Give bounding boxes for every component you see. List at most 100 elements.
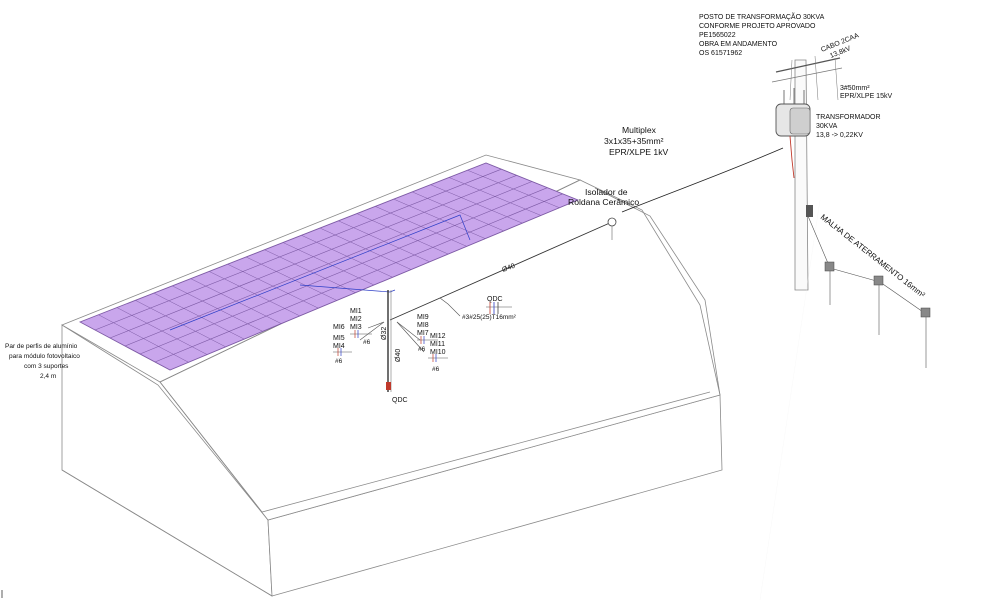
transformer-line-2: 30KVA <box>816 123 838 130</box>
mi-label: MI6 <box>333 324 345 331</box>
left-note-1: Par de perfis de alumínio <box>5 343 78 350</box>
transformer-line-3: 13,8 -> 0,22KV <box>816 132 863 139</box>
eave-line <box>159 381 711 513</box>
ground-rod-box <box>873 275 884 335</box>
panel-column-line <box>190 278 282 324</box>
epr-cable-label: 3#50mm² EPR/XLPE 15kV <box>840 85 892 100</box>
mi-label: MI12 <box>430 333 446 340</box>
red-down-conductor <box>789 135 795 179</box>
panel-column-line <box>319 227 412 270</box>
left-note: Par de perfis de alumínio para módulo fo… <box>5 343 80 380</box>
mi-label: MI11 <box>430 341 445 348</box>
title-line-1: POSTO DE TRANSFORMAÇÃO 30KVA <box>699 12 825 21</box>
solar-array <box>78 162 580 371</box>
multiplex-line-1: Multiplex <box>622 125 657 135</box>
grounding-mesh: MALHA DE ATERRAMENTO 16mm² <box>807 212 931 368</box>
panel-column-line <box>375 206 467 247</box>
title-line-3: PE1565022 <box>699 32 736 39</box>
cabo-label: CABO 2CAA 13,8kV <box>820 32 860 60</box>
panel-column-line <box>98 314 189 363</box>
mi-label: MI4 <box>333 343 345 350</box>
blue-rail <box>299 284 396 293</box>
left-note-4: 2,4 m <box>40 373 56 380</box>
mi-right-leader <box>396 321 425 353</box>
panel-column-line <box>393 198 486 239</box>
insulator-label-1: Isolador de <box>585 187 628 197</box>
title-line-5: OS 61571962 <box>699 50 742 57</box>
mi-right-group: MI9 MI8 MI7 MI12 MI11 MI10 #6 #6 <box>417 314 448 373</box>
qdc-box <box>386 382 391 390</box>
mi-left-leader <box>359 321 385 341</box>
cable-spec-leader <box>439 297 461 317</box>
title-line-4: OBRA EM ANDAMENTO <box>699 41 778 48</box>
utility-pole <box>759 55 843 600</box>
floor-line <box>61 469 273 597</box>
size-label: #6 <box>363 339 371 346</box>
panel-column-line <box>448 177 542 216</box>
size-label: #6 <box>418 346 426 353</box>
epr-line-1: 3#50mm² <box>840 85 870 92</box>
size-label: #6 <box>432 366 440 373</box>
panel-column-line <box>356 213 449 255</box>
solar-panel-grid <box>94 168 563 363</box>
cables <box>359 147 784 392</box>
panel-column-line <box>153 292 245 340</box>
size-label: #6 <box>335 358 343 365</box>
mi-label: MI7 <box>417 330 429 337</box>
qdc-lower-label: QDC <box>392 397 408 404</box>
multiplex-line-2: 3x1x35+35mm² <box>604 136 664 146</box>
panel-column-line <box>412 191 504 232</box>
blue-rail <box>169 214 471 331</box>
transformer-label: TRANSFORMADOR 30KVA 13,8 -> 0,22KV <box>816 114 881 139</box>
panel-column-line <box>282 242 375 286</box>
insulator-label-2: Roldana Cerâmico <box>568 197 639 207</box>
grounding-wire <box>807 215 927 315</box>
panel-column-line <box>135 300 226 348</box>
cable-spec-label: #3#25(25)T16mm² <box>462 314 517 321</box>
panel-column-line <box>172 285 263 332</box>
roof-gable-right <box>594 187 721 396</box>
mi-label: MI2 <box>350 316 362 323</box>
mi-label: MI1 <box>350 308 362 315</box>
panel-column-line <box>301 235 393 278</box>
title-line-2: CONFORME PROJETO APROVADO <box>699 23 816 30</box>
qdc-upper-block: QDC #3#25(25)T16mm² <box>462 296 517 321</box>
cross-arm <box>775 57 841 73</box>
mi-left-leader <box>367 321 385 329</box>
multiplex-line-3: EPR/XLPE 1kV <box>609 147 668 157</box>
ground-rod-box <box>824 261 835 305</box>
mi-label: MI3 <box>350 324 362 331</box>
ground-rod-box <box>920 307 931 368</box>
panel-column-line <box>467 169 560 208</box>
mi-label: MI5 <box>333 335 345 342</box>
cross-arm-lower <box>771 67 843 83</box>
ceramic-insulator: Isolador de Roldana Cerâmico <box>568 187 639 240</box>
insulator-spool <box>607 217 617 227</box>
panel-column-line <box>264 249 356 293</box>
panel-column-line <box>338 220 430 263</box>
conduit-main-label: Ø40 <box>501 263 516 274</box>
mi-label: MI10 <box>430 349 446 356</box>
pole-shaft <box>794 59 809 291</box>
panel-column-line <box>430 184 523 224</box>
mi-right-leader <box>396 321 421 341</box>
epr-line-2: EPR/XLPE 15kV <box>840 93 892 100</box>
left-note-2: para módulo fotovoltaico <box>9 353 80 360</box>
grounding-label: MALHA DE ATERRAMENTO 16mm² <box>819 212 927 299</box>
mi-label: MI8 <box>417 322 429 329</box>
transformer-line-1: TRANSFORMADOR <box>816 114 881 121</box>
mi-label: MI9 <box>417 314 429 321</box>
conduit-vertical-label-2: Ø40 <box>395 349 402 362</box>
conduit-vertical-label-1: Ø32 <box>381 327 388 340</box>
panel-column-line <box>116 307 208 355</box>
panel-column-line <box>209 271 300 317</box>
pole-box <box>806 205 813 217</box>
panel-column-line <box>227 263 319 309</box>
multiplex-cable <box>621 147 784 213</box>
mi-left-group: MI1 MI2 MI3 MI6 MI5 MI4 #6 #6 <box>333 308 372 365</box>
title-block: POSTO DE TRANSFORMAÇÃO 30KVA CONFORME PR… <box>699 12 825 57</box>
panel-column-line <box>245 256 338 301</box>
multiplex-label: Multiplex 3x1x35+35mm² EPR/XLPE 1kV <box>604 125 668 157</box>
left-note-3: com 3 suportes <box>24 363 69 370</box>
